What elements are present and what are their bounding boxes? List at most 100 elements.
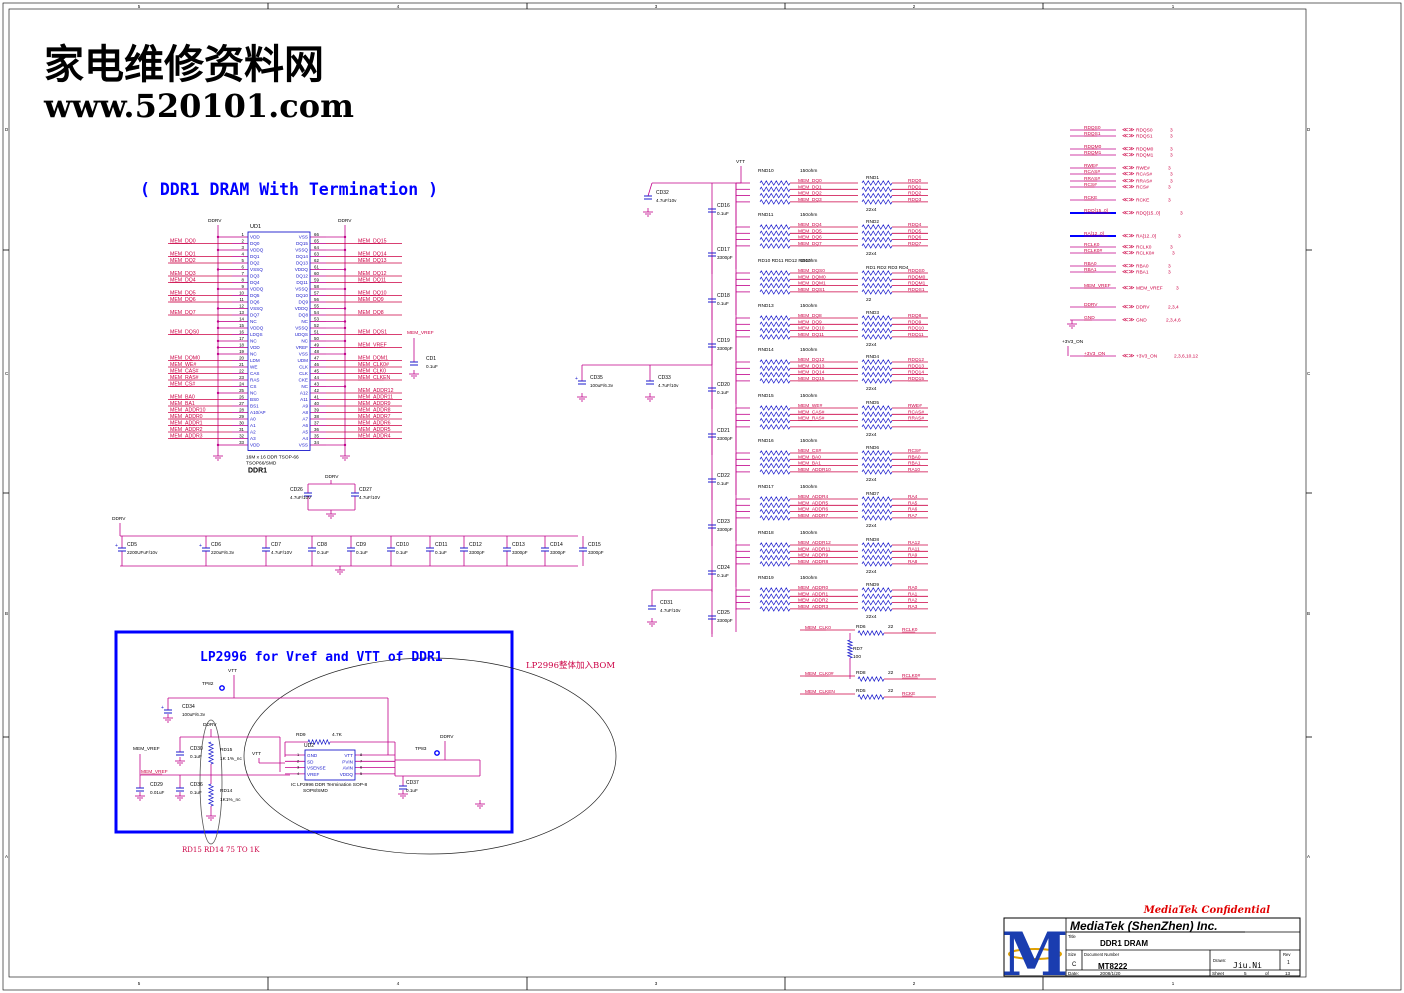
- term-net: MEM_ADDR12: [798, 540, 831, 546]
- sheet-total: 13: [1285, 971, 1291, 976]
- part-value: 22: [888, 624, 894, 630]
- pin-name: A12: [300, 391, 309, 396]
- part-ref: CD12: [469, 542, 482, 548]
- port-page: 2,3,4: [1168, 305, 1179, 311]
- pin-number: 63: [314, 252, 319, 257]
- pin-name: A1: [250, 423, 256, 428]
- port-name: RDQM0: [1136, 147, 1154, 153]
- bom-note: LP2996整体加入BOM: [526, 660, 615, 671]
- part-ref: CD31: [660, 600, 673, 606]
- port-arrow: ≪≫: [1122, 318, 1135, 324]
- term-out: RDQS1: [908, 287, 925, 293]
- clk-net: MEM_CLK0#: [805, 671, 834, 677]
- resistor: [759, 468, 791, 475]
- resistor: [759, 514, 791, 521]
- clk-out: RCKE: [902, 691, 915, 697]
- rail-label: VTT: [252, 751, 261, 757]
- term-out: RA6: [908, 507, 918, 513]
- pin-name: A2: [250, 430, 256, 435]
- junction-dot: [343, 307, 347, 310]
- pin-number: 15: [239, 323, 244, 328]
- term-net: MEM_DQ1: [798, 184, 822, 190]
- part-value: 3300pF: [469, 550, 485, 555]
- chip-left-net: MEM_DQ5: [170, 291, 196, 297]
- part-value: 3300pF: [717, 618, 733, 623]
- port-page: 3: [1170, 245, 1173, 251]
- pin-number: 27: [239, 401, 244, 406]
- term-out: RDQ12: [908, 357, 924, 363]
- chip-right-net: MEM_DQ8: [358, 310, 384, 316]
- border-row-label: B: [5, 611, 8, 616]
- pin-name: RAS: [250, 378, 259, 383]
- border-col-label: 1: [1172, 981, 1175, 986]
- resistor: [861, 288, 893, 295]
- chip-left-net: MEM_BA0: [170, 395, 195, 401]
- rev-value: 1: [1287, 960, 1290, 966]
- part-ref: RD5: [856, 688, 866, 694]
- pin-number: 49: [314, 343, 319, 348]
- capacitor: [708, 570, 716, 575]
- part-value: 3300pF: [717, 255, 733, 260]
- resistor: [759, 270, 791, 276]
- part-ref: CD1: [426, 356, 436, 362]
- part-ref: CD13: [512, 542, 525, 548]
- rpack-value: 22: [866, 297, 872, 303]
- pin-name: NC: [250, 352, 257, 357]
- port-name: RBA0: [1136, 264, 1149, 270]
- term-net: MEM_DQM0: [798, 274, 826, 280]
- term-net: MEM_CAS#: [798, 409, 825, 415]
- chip-left-net: MEM_DQ1: [170, 252, 196, 258]
- capacitor: [426, 547, 434, 552]
- pin-number: 45: [314, 369, 319, 374]
- port-signal: GND: [1084, 315, 1095, 321]
- part-value: 3300pF: [588, 550, 604, 555]
- rpack-value: 150ohm: [800, 303, 817, 309]
- capacitor: [164, 709, 172, 714]
- term-out: RA7: [908, 513, 918, 519]
- chip-left-net: MEM_ADDR2: [170, 427, 203, 433]
- part-ref: CD24: [717, 565, 730, 571]
- ground-symbol: [326, 510, 336, 519]
- term-net: MEM_ADDR9: [798, 553, 828, 559]
- junction-dot: [343, 385, 347, 388]
- part-value: 22: [888, 688, 894, 694]
- capacitor: [304, 492, 312, 497]
- rail-label: VTT: [736, 159, 745, 165]
- junction-dot: [216, 235, 220, 239]
- pin-name: DQ6: [250, 300, 260, 305]
- port-page: 3: [1168, 264, 1171, 270]
- field-label: Document Number: [1084, 952, 1120, 957]
- port-signal: RCS#: [1084, 182, 1097, 188]
- watermark-url: www.520101.com: [43, 87, 354, 125]
- port-signal: RCLK0#: [1084, 248, 1102, 254]
- rail-label: DDRV: [440, 734, 454, 740]
- capacitor: [708, 524, 716, 529]
- border-row-label: A: [1307, 854, 1310, 859]
- rd-note: RD15 RD14 75 TO 1K: [182, 846, 260, 854]
- term-net: MEM_ADDR10: [798, 467, 831, 473]
- capacitor: [347, 547, 355, 552]
- part-ref: CD8: [317, 542, 327, 548]
- term-net: MEM_BA0: [798, 454, 821, 460]
- pin-name: A7: [302, 417, 308, 422]
- resistor: [861, 377, 893, 384]
- part-ref: CD25: [717, 610, 730, 616]
- chip-right-net: MEM_VREF: [358, 343, 387, 349]
- port-signal: RDQS1: [1084, 131, 1101, 137]
- resistor: [759, 548, 791, 555]
- part-ref: CD23: [717, 519, 730, 525]
- resistor: [759, 405, 791, 411]
- term-net: MEM_DQ11: [798, 332, 824, 338]
- term-net: MEM_ADDR1: [798, 591, 828, 597]
- pin-name: VSS: [299, 443, 308, 448]
- capacitor: [578, 380, 586, 385]
- port-signal: RRAS#: [1084, 176, 1100, 182]
- port-page: 2,3,6,10,12: [1174, 354, 1198, 360]
- pin-number: 61: [314, 265, 319, 270]
- clk-out: RCLK0: [902, 627, 918, 633]
- ic-pin-name: SD: [307, 759, 314, 764]
- rpack-value: 150ohm: [800, 575, 817, 581]
- rpack-ref: RND16: [758, 438, 774, 444]
- port-page: 3: [1170, 128, 1173, 134]
- rpack-ref: RND5: [866, 400, 879, 406]
